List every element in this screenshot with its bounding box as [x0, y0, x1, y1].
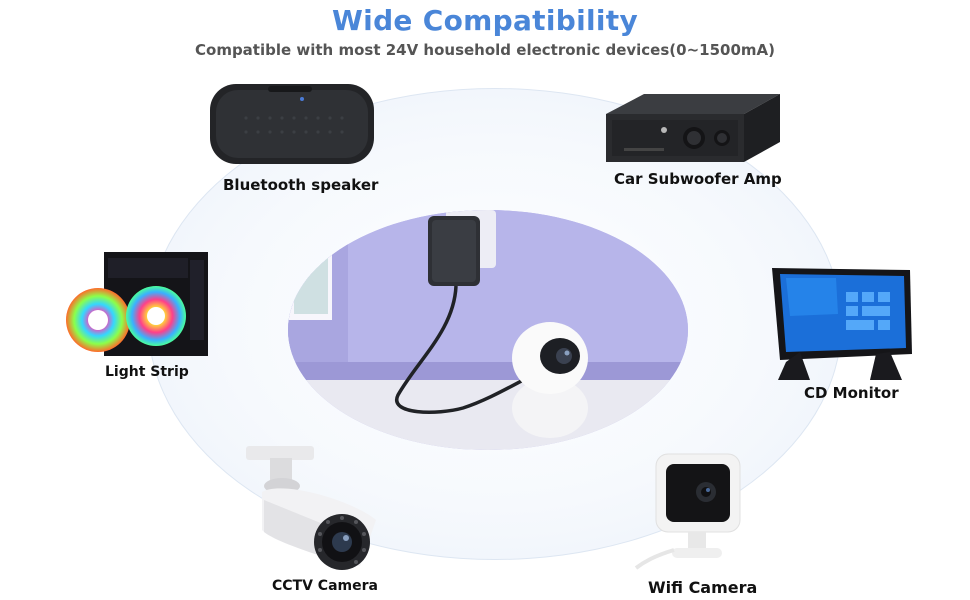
- device-light-strip: [64, 250, 212, 366]
- device-label-cd-monitor: CD Monitor: [804, 384, 899, 402]
- device-wifi-camera: [634, 450, 744, 576]
- light-strip-icon: [66, 252, 208, 356]
- wifi-camera-icon: [634, 453, 741, 570]
- device-car-subwoofer-amp: [604, 92, 782, 172]
- device-label-car-subwoofer-amp: Car Subwoofer Amp: [614, 170, 782, 188]
- page-title: Wide Compatibility: [331, 4, 639, 37]
- device-cd-monitor: [766, 262, 916, 386]
- center-scene: [288, 210, 688, 450]
- device-label-light-strip: Light Strip: [105, 364, 189, 380]
- device-label-wifi-camera: Wifi Camera: [648, 578, 758, 597]
- power-adapter-with-camera-icon: [288, 210, 688, 450]
- device-label-bluetooth-speaker: Bluetooth speaker: [223, 176, 379, 194]
- device-cctv-camera: [242, 440, 380, 578]
- cctv-camera-icon: [246, 446, 376, 570]
- bluetooth-speaker-icon: [210, 84, 374, 164]
- device-label-cctv-camera: CCTV Camera: [272, 578, 378, 594]
- device-bluetooth-speaker: [206, 78, 378, 174]
- monitor-icon: [772, 268, 912, 380]
- page-subtitle: Compatible with most 24V household elect…: [195, 41, 775, 59]
- subwoofer-amp-icon: [606, 94, 780, 162]
